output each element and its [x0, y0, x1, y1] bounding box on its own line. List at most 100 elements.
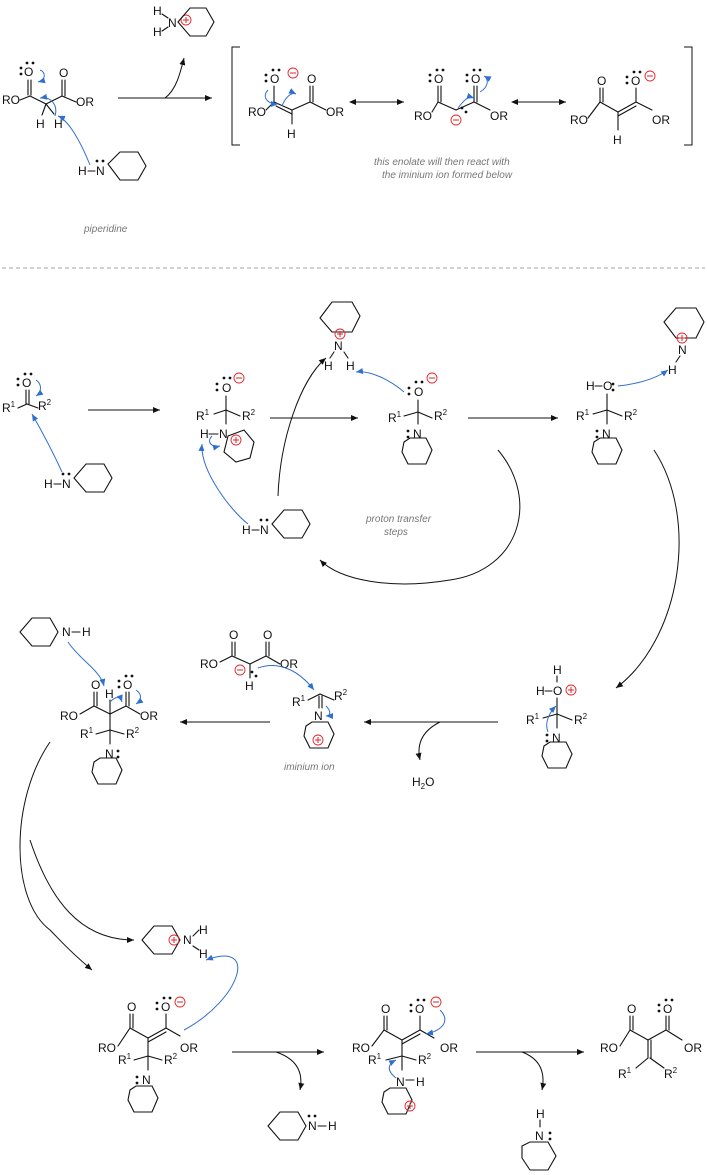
atom-O: O — [161, 1000, 170, 1014]
atom-OR-right: OR — [76, 95, 94, 109]
proton-transfer-label-2: steps — [384, 527, 408, 538]
piperidine-released-2: H N — [521, 1107, 557, 1171]
atom-R2: R2 — [624, 408, 638, 423]
atom-O: O — [631, 74, 640, 88]
curly-arrow-icon — [135, 689, 144, 705]
atom-N: N — [62, 477, 71, 491]
positive-charge-icon — [230, 434, 242, 446]
atom-R2: R2 — [38, 398, 52, 413]
atom-H: H — [199, 947, 208, 961]
atom-R1: R1 — [368, 1052, 382, 1067]
curly-arrow-icon — [355, 368, 405, 393]
atom-N: N — [219, 427, 228, 441]
atom-H: H — [242, 523, 251, 537]
curly-arrow-icon — [388, 1059, 397, 1079]
negative-charge-icon — [450, 114, 462, 126]
curly-arrow-icon — [109, 694, 123, 703]
atom-R2: R2 — [574, 712, 588, 727]
atom-R2: R2 — [242, 408, 256, 423]
atom-N: N — [183, 933, 192, 947]
positive-charge-icon — [676, 332, 688, 344]
piperidine-base-top: H N piperidine — [78, 151, 147, 235]
enolate-resonance-1: O RO H O OR — [248, 67, 344, 141]
negative-charge-icon — [287, 67, 299, 79]
bracket-right — [684, 46, 693, 146]
atom-H: H — [553, 663, 562, 677]
enolate-note-line-2: the iminium ion formed below — [382, 170, 513, 181]
atom-N: N — [678, 343, 687, 357]
negative-charge-icon — [430, 996, 442, 1008]
atom-H-alpha-left: H — [36, 117, 45, 131]
atom-O: O — [471, 72, 480, 86]
atom-RO: RO — [98, 1041, 116, 1055]
atom-O: O — [414, 385, 423, 399]
negative-charge-icon — [644, 70, 656, 82]
atom-N: N — [334, 339, 343, 353]
piperidinium-lower: N H H — [141, 923, 208, 961]
atom-OR: OR — [140, 709, 158, 723]
atom-R1: R1 — [618, 1066, 632, 1081]
atom-H: H — [78, 164, 87, 178]
atom-H: H — [324, 359, 333, 373]
atom-R1: R1 — [2, 400, 16, 415]
reaction-arrow-icon — [615, 449, 680, 689]
zwitterion-intermediate: O R1 R2 H N — [196, 372, 256, 463]
atom-RO: RO — [248, 105, 266, 119]
piperidinium-mid: N H H — [319, 301, 361, 373]
atom-H: H — [536, 684, 545, 698]
iminium-ion: R1 R2 N — [292, 688, 348, 749]
atom-RO: RO — [570, 113, 588, 127]
atom-H: H — [586, 379, 595, 393]
atom-N: N — [142, 1073, 151, 1087]
positive-charge-icon — [168, 934, 180, 946]
reaction-arrow-icon — [277, 357, 327, 497]
atom-RO: RO — [200, 657, 218, 671]
atom-R2: R2 — [664, 1066, 678, 1081]
atom-O: O — [22, 376, 31, 390]
curly-arrow-icon — [37, 69, 46, 84]
atom-O: O — [415, 1002, 424, 1016]
atom-R2: R2 — [126, 726, 140, 741]
atom-H: H — [328, 1119, 337, 1133]
atom-O: O — [222, 381, 231, 395]
curly-arrow-icon — [617, 369, 669, 387]
enolate-reactant: O RO O OR H — [200, 628, 298, 693]
atom-R2: R2 — [418, 1052, 432, 1067]
atom-H: H — [416, 1075, 425, 1089]
curly-arrow-icon — [35, 379, 44, 397]
piperidine-label: piperidine — [83, 224, 128, 235]
atom-O: O — [229, 628, 238, 642]
atom-R2: R2 — [434, 408, 448, 423]
curly-arrow-icon — [31, 413, 63, 473]
negative-charge-icon — [426, 372, 438, 384]
atom-RO: RO — [414, 109, 432, 123]
negative-charge-icon — [234, 664, 246, 676]
alkoxide-intermediate: O R1 R2 N — [388, 372, 448, 465]
atom-H: H — [44, 477, 53, 491]
atom-R2: R2 — [334, 688, 348, 703]
reaction-arrow-icon — [29, 839, 135, 943]
atom-H: H — [668, 363, 677, 377]
curly-arrow-icon — [281, 88, 297, 107]
positive-charge-icon — [565, 684, 577, 696]
knoevenagel-product: O RO O OR R1 R2 — [600, 998, 702, 1081]
atom-N: N — [260, 523, 269, 537]
atom-O: O — [627, 1002, 636, 1016]
curly-arrow-icon — [67, 641, 106, 687]
reaction-arrow-icon — [415, 721, 441, 761]
negative-charge-icon — [233, 372, 245, 384]
atom-O: O — [597, 74, 606, 88]
atom-OR: OR — [684, 1041, 702, 1055]
atom-O: O — [663, 1002, 672, 1016]
atom-N: N — [308, 1119, 317, 1133]
atom-H: H — [287, 127, 296, 141]
atom-R1: R1 — [118, 1052, 132, 1067]
atom-OR: OR — [652, 113, 670, 127]
reaction-arrow-icon — [164, 57, 186, 99]
iminium-ion-label: iminium ion — [284, 762, 335, 773]
atom-H: H — [346, 359, 355, 373]
bracket-left — [231, 46, 240, 146]
reaction-arrow-icon — [319, 449, 521, 585]
atom-H: H — [200, 427, 209, 441]
